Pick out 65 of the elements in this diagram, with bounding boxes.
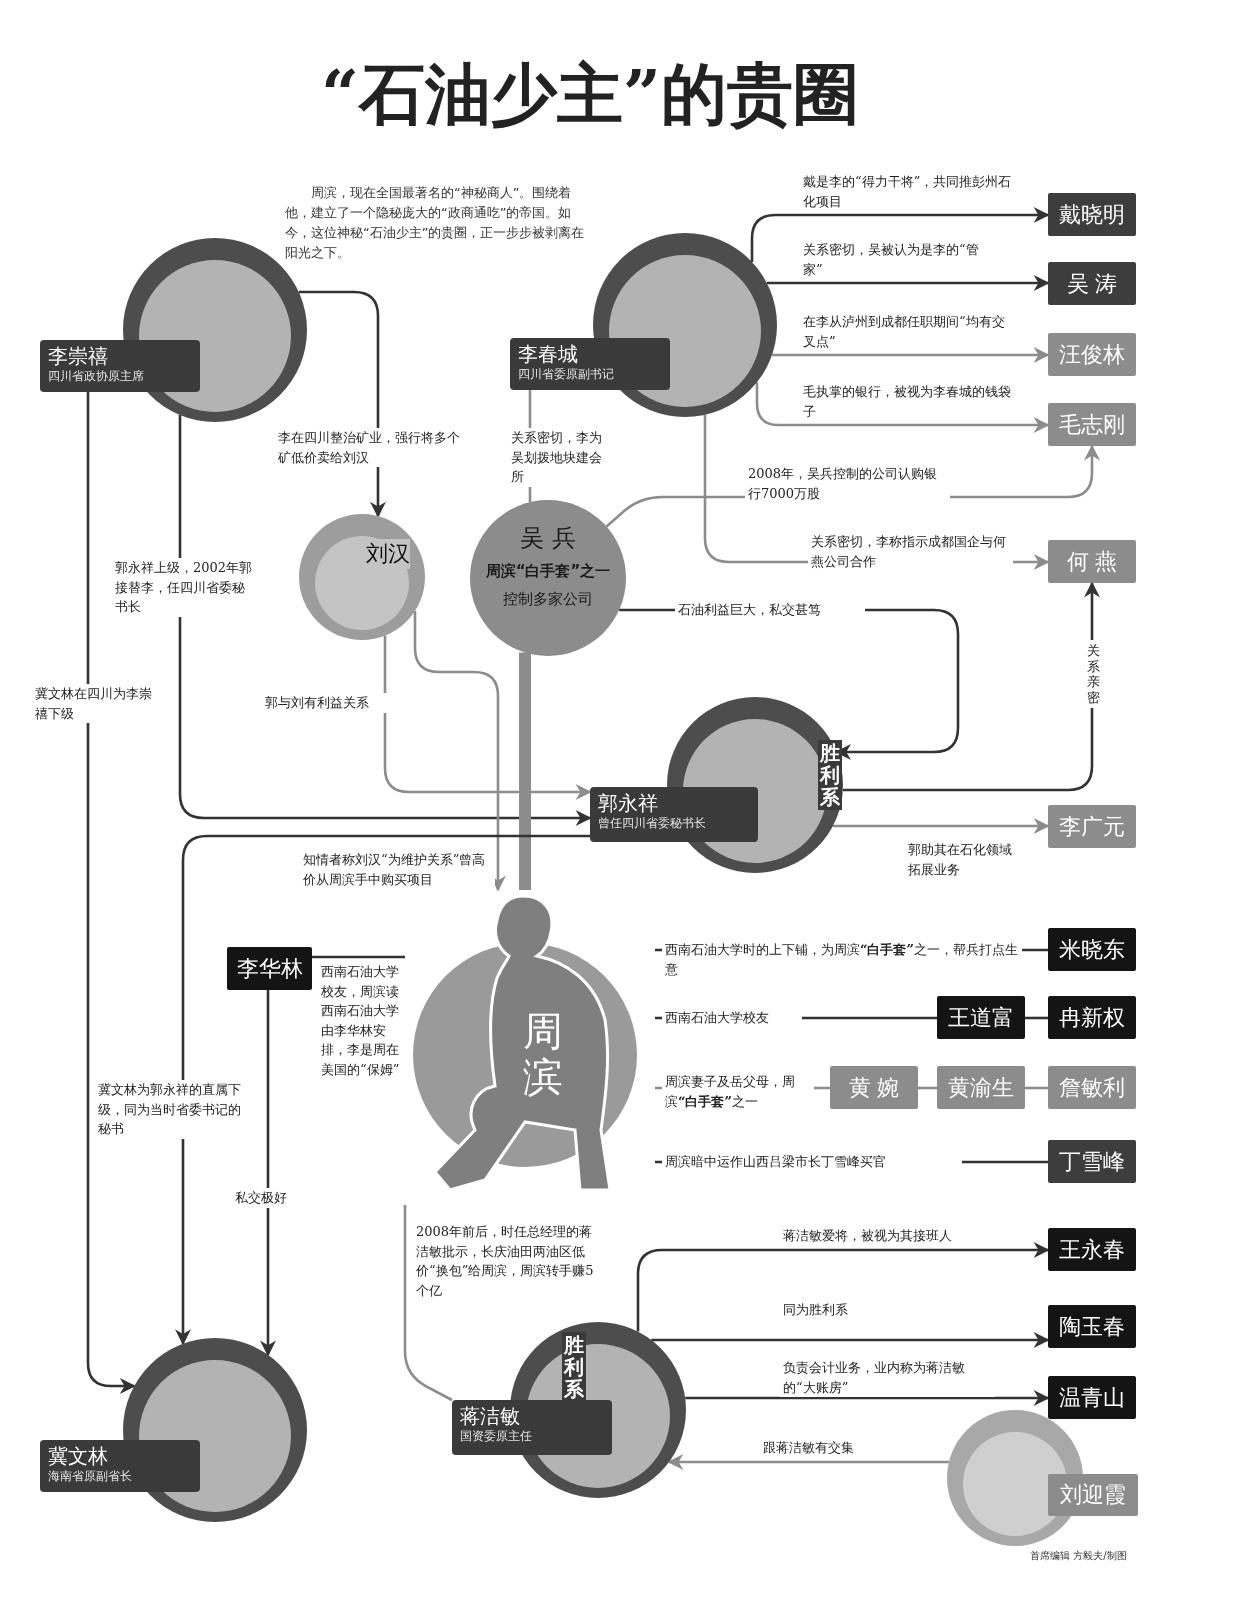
group-label: 胜利系 [818, 740, 842, 810]
connector-line [1025, 1086, 1048, 1090]
name-box: 詹敏利 [1048, 1066, 1136, 1109]
job-title: 四川省政协原主席 [48, 368, 145, 385]
arrow [413, 611, 506, 892]
arrow [766, 275, 1050, 291]
name-box: 冉新权 [1048, 996, 1136, 1039]
connector-line [1025, 1016, 1048, 1020]
caption-text: 控制多家公司 [502, 590, 594, 609]
group-label: 胜利系 [562, 1332, 586, 1402]
arrow [175, 834, 590, 1346]
arrow [383, 635, 592, 800]
edge-label: 2008年，吴兵控制的公司认购银行7000万股 [745, 464, 950, 503]
connector-line [519, 652, 531, 890]
arrow [651, 1332, 1050, 1348]
intro-text: 周滨，现在全国最著名的“神秘商人”。围绕着他，建立了一个隐秘庞大的“政商通吃”的帝国。如今，这位神秘“石油少主”的贵圈，正一步步被剥离在阳光之下。 [285, 184, 585, 263]
person-name: 冀文林 [48, 1444, 109, 1468]
name-box: 王道富 [937, 996, 1025, 1039]
name-box: 李华林 [227, 947, 312, 990]
arrow [178, 415, 592, 826]
name-box: 黄渝生 [937, 1066, 1025, 1109]
arrow [685, 1390, 1050, 1406]
connector-line [312, 955, 405, 959]
arrow [86, 392, 136, 1394]
edge-label: 西南石油大学时的上下铺，为周滨“白手套”之一，帮兵打点生意 [662, 940, 1022, 979]
person-name: 周滨 [522, 1008, 564, 1100]
name-box: 戴晓明 [1048, 193, 1136, 236]
name-box: 温青山 [1048, 1376, 1136, 1419]
edge-label: 知情者称刘汉“为维护关系”曾高价从周滨手中购买项目 [300, 850, 495, 889]
person-name: 吴 兵 [519, 523, 577, 554]
person-name: 李崇禧 [48, 344, 109, 368]
name-box: 米晓东 [1048, 928, 1136, 971]
job-title: 四川省委原副书记 [518, 366, 615, 383]
arrow [667, 1454, 949, 1470]
arrow [260, 990, 276, 1357]
name-box: 李广元 [1048, 805, 1136, 848]
job-title: 海南省原副省长 [48, 1468, 133, 1485]
person-name: 蒋洁敏 [460, 1404, 521, 1428]
edge-label: 周滨妻子及岳父母，周滨“白手套”之一 [662, 1072, 814, 1111]
name-box: 吴 涛 [1048, 262, 1136, 305]
name-box: 陶玉春 [1048, 1305, 1136, 1348]
arrow [755, 382, 1050, 433]
person-name: 刘汉 [366, 539, 410, 569]
arrow [832, 818, 1050, 834]
title: “石油少主”的贵圈 [320, 54, 860, 135]
job-title: 国资委原主任 [460, 1428, 533, 1445]
arrow [636, 1242, 1050, 1332]
person-name: 李春城 [518, 342, 579, 366]
arrow [772, 347, 1050, 363]
caption-text: 周滨“白手套”之一 [484, 562, 612, 581]
name-box: 王永春 [1048, 1228, 1136, 1271]
name-box: 黄 婉 [830, 1066, 918, 1109]
job-title: 曾任四川省委秘书长 [598, 815, 707, 832]
arrow [750, 207, 1050, 262]
name-box: 毛志刚 [1048, 403, 1136, 446]
edge-label: 负责会计业务，业内称为蒋洁敏的“大账房” [780, 1358, 995, 1397]
name-box: 何 燕 [1048, 540, 1136, 583]
person-name: 郭永祥 [598, 791, 659, 815]
connector-line [918, 1086, 937, 1090]
name-box: 汪俊林 [1048, 333, 1136, 376]
name-box: 丁雪峰 [1048, 1140, 1136, 1183]
connector-line [403, 1205, 453, 1402]
credit-text: 首席编辑 方毅夫/制图 [1030, 1549, 1128, 1563]
name-tag: 刘迎霞 [1048, 1474, 1138, 1516]
edge-label: 关系密切，李称指示成都国企与何燕公司合作 [808, 532, 1013, 571]
